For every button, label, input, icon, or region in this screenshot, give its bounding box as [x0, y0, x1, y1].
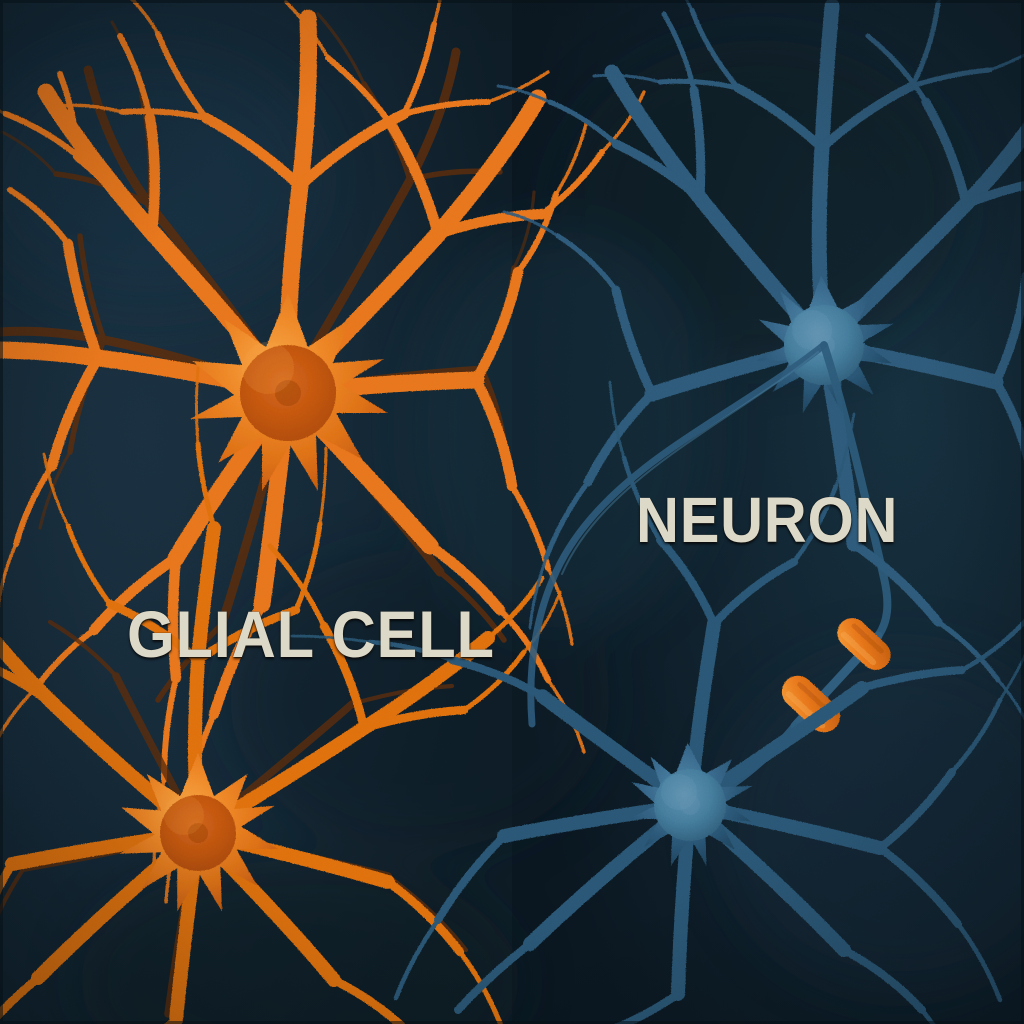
label-neuron: NEURON — [636, 484, 899, 556]
label-glial-cell: GLIAL CELL — [127, 597, 495, 671]
